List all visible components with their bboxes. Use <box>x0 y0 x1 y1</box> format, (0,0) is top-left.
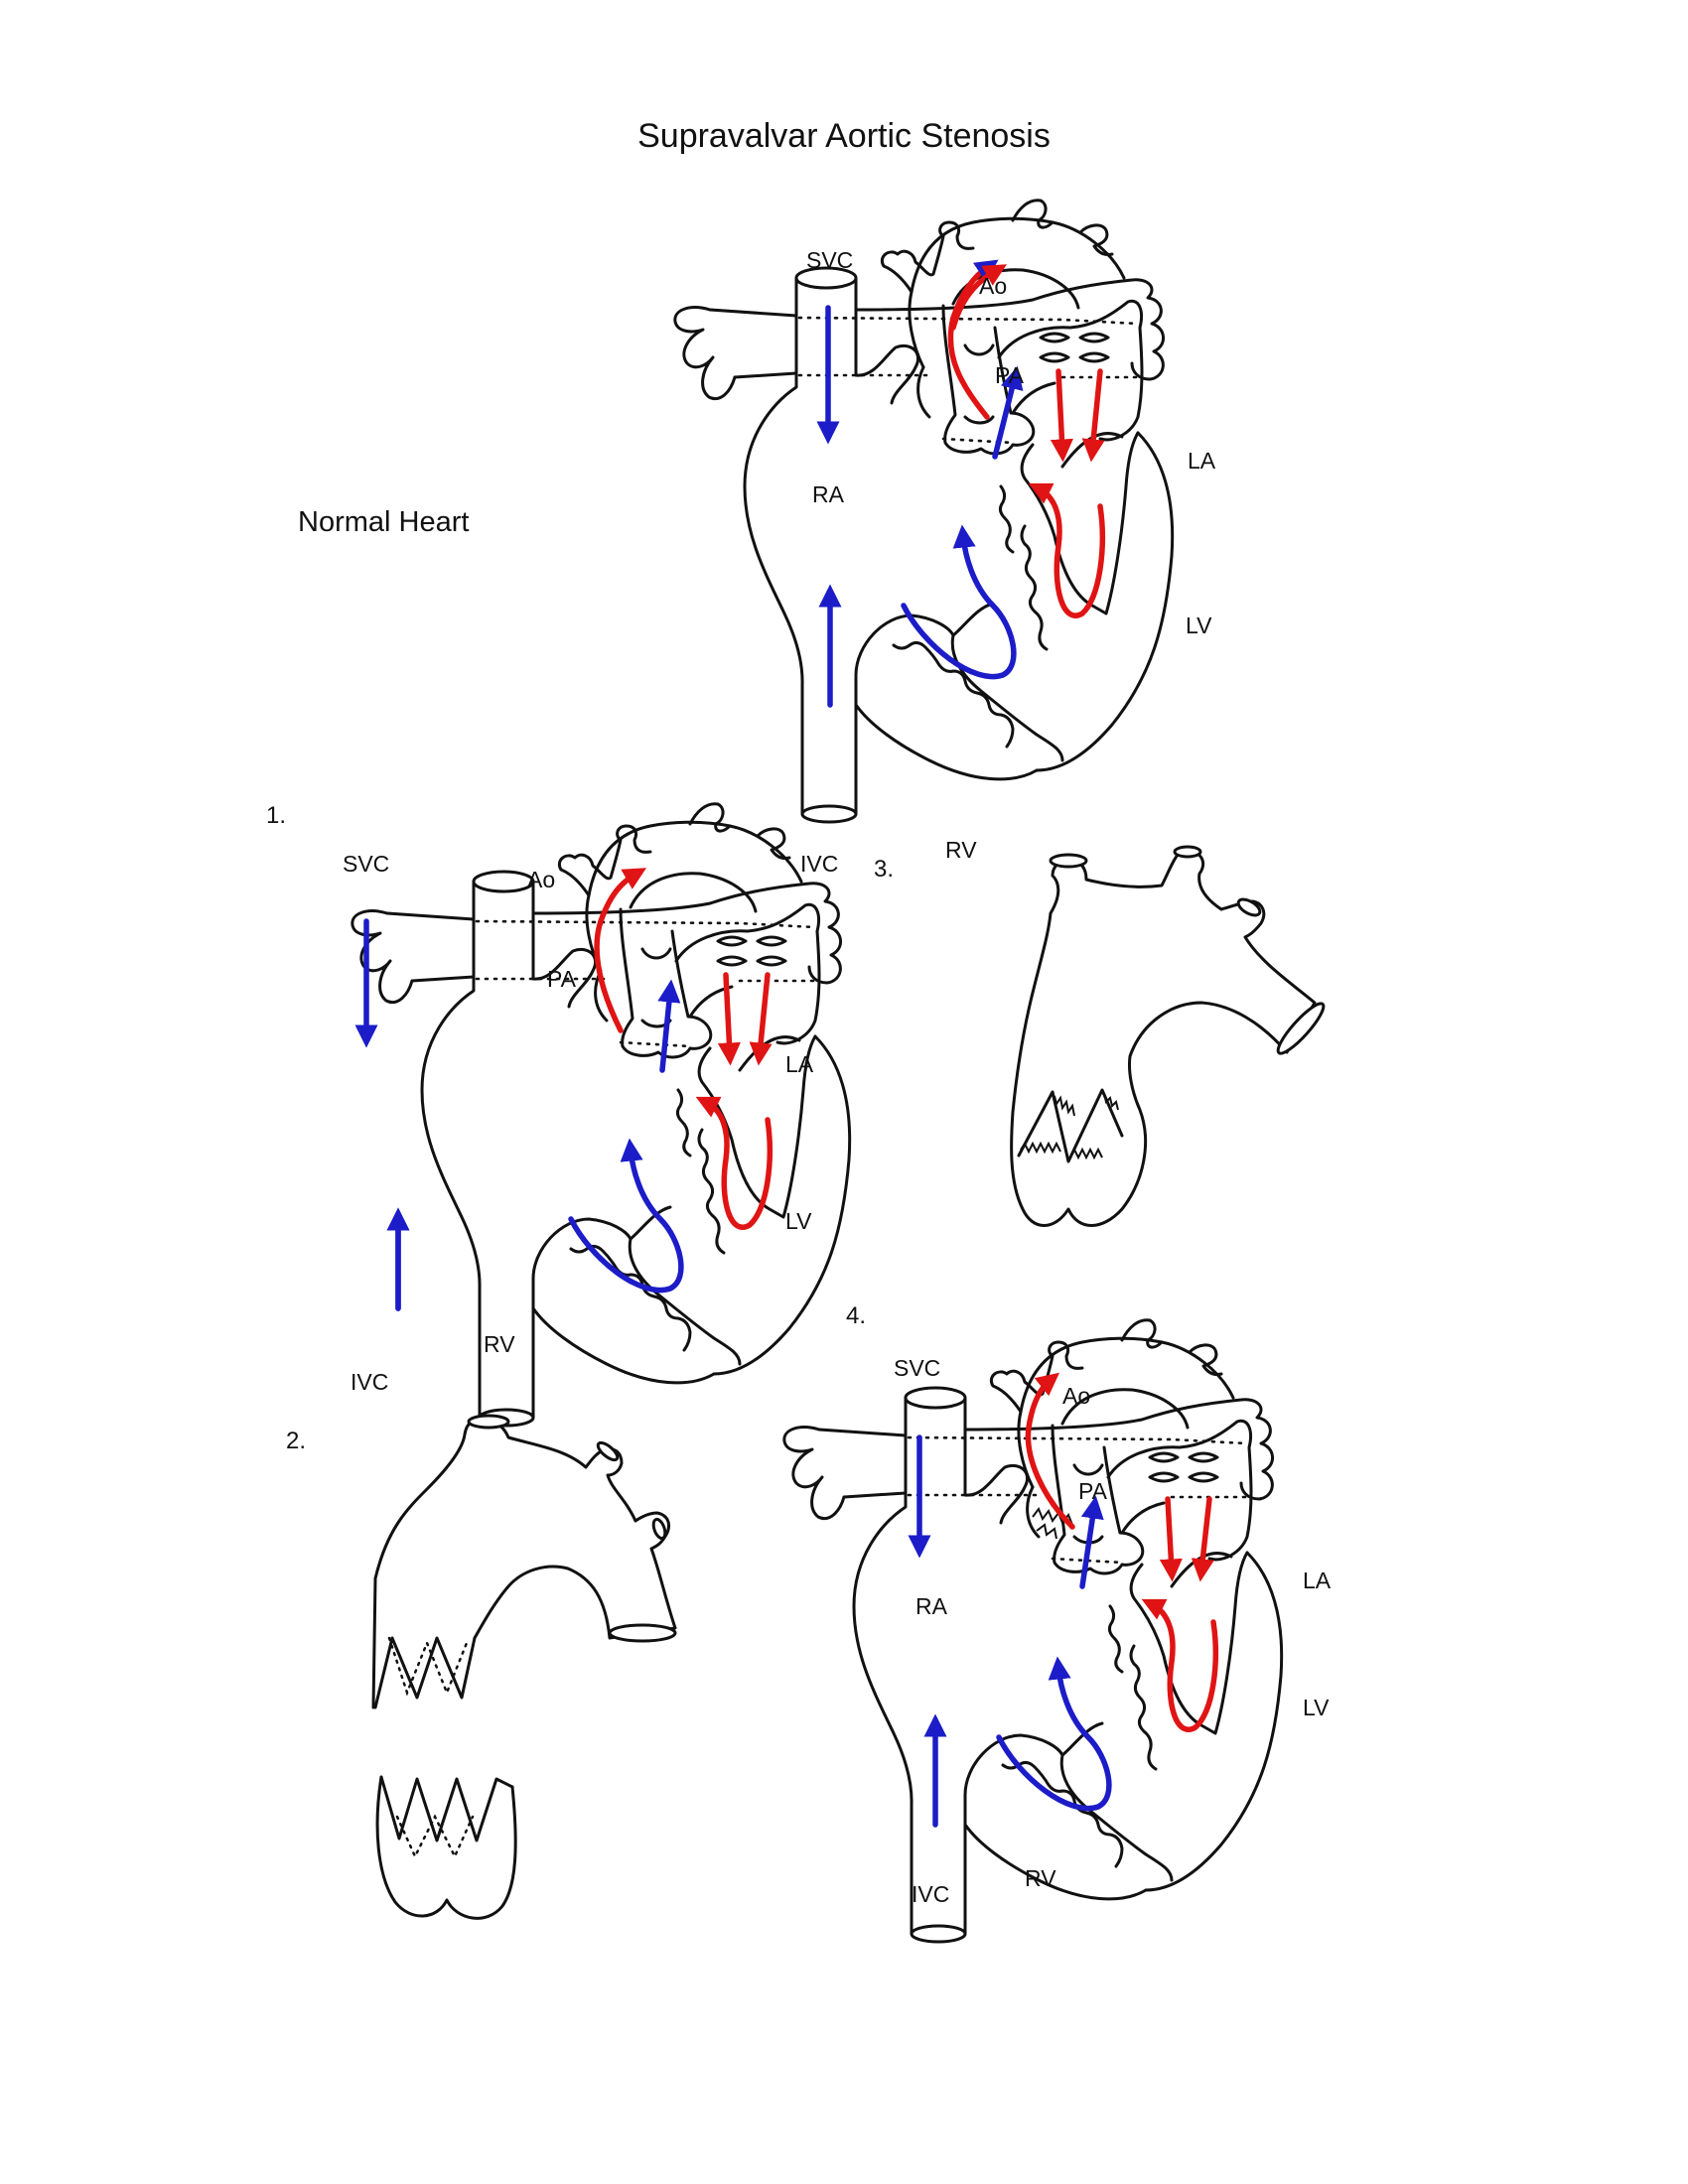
p4-la-flow-arrow-2 <box>1191 1496 1214 1582</box>
p4-label-ra: RA <box>915 1593 948 1619</box>
ao-flow-arrow <box>947 259 999 420</box>
p4-label-la: LA <box>1303 1568 1332 1593</box>
p4-pa-flow-arrow <box>1079 1495 1104 1589</box>
p1-la-flow-arrow-1 <box>717 972 741 1066</box>
label-rv: RV <box>945 837 977 863</box>
panel-number-3: 3. <box>874 856 895 883</box>
p2-aortic-root <box>375 1775 517 1920</box>
panel-2-diagram <box>371 1414 677 1920</box>
panel-1-heart-outline <box>351 802 852 1428</box>
label-ra: RA <box>812 481 845 507</box>
p4-rv-flow-arrow <box>996 1656 1112 1812</box>
p4-lv-flow-arrow <box>1141 1598 1218 1732</box>
p1-label-ivc: IVC <box>351 1369 388 1395</box>
panel-4-diagram: SVC Ao PA RA LA LV IVC RV <box>782 1318 1332 1944</box>
p1-label-ao: Ao <box>527 867 555 892</box>
p1-ao-flow-arrow <box>594 868 647 1033</box>
p4-label-ivc: IVC <box>912 1881 949 1907</box>
normal-heart-outline <box>673 199 1175 824</box>
page-title: Supravalvar Aortic Stenosis <box>637 117 1051 155</box>
la-flow-arrow-2 <box>1081 368 1105 463</box>
p4-label-svc: SVC <box>894 1355 940 1381</box>
p1-label-lv: LV <box>785 1208 812 1234</box>
p3-patch-suture <box>1017 1088 1124 1163</box>
panel-number-4: 4. <box>846 1302 867 1329</box>
p2-aorta-outline <box>373 1418 677 1640</box>
p4-la-flow-arrow-1 <box>1159 1496 1183 1582</box>
p4-ao-flow-arrow <box>1025 1372 1075 1530</box>
p1-la-flow-arrow-2 <box>749 972 773 1066</box>
p4-label-lv: LV <box>1303 1695 1330 1720</box>
p1-lv-flow-arrow <box>695 1096 773 1230</box>
label-lv: LV <box>1186 613 1212 638</box>
label-ivc: IVC <box>800 851 838 877</box>
panel-number-1: 1. <box>266 802 287 829</box>
normal-heart-diagram: SVC Ao PA RA LA LV IVC RV <box>673 199 1216 877</box>
la-flow-arrow-1 <box>1050 368 1073 463</box>
p1-pa-flow-arrow <box>657 979 681 1073</box>
lv-flow-arrow <box>1028 482 1105 618</box>
p1-label-svc: SVC <box>343 851 389 877</box>
label-la: LA <box>1188 448 1216 474</box>
ao-flow-arrow-head <box>950 264 1008 331</box>
p4-label-rv: RV <box>1025 1865 1056 1891</box>
p4-label-pa: PA <box>1078 1478 1108 1504</box>
p3-aorta-outline <box>1010 849 1317 1227</box>
panel-1-diagram: SVC Ao PA LA LV IVC RV <box>343 802 852 1428</box>
p3-aorta-end <box>1276 1002 1326 1055</box>
label-ao: Ao <box>979 273 1007 299</box>
normal-heart-label: Normal Heart <box>298 506 470 538</box>
p2-zigzag-incision <box>373 1636 477 1709</box>
p4-label-ao: Ao <box>1062 1383 1090 1409</box>
p1-rv-flow-arrow <box>568 1138 684 1294</box>
p1-label-rv: RV <box>484 1331 515 1357</box>
panel-number-2: 2. <box>286 1428 307 1454</box>
p1-label-la: LA <box>785 1051 814 1077</box>
p2-aorta-end <box>608 1623 677 1643</box>
label-svc: SVC <box>806 247 853 273</box>
panel-3-diagram <box>1010 845 1326 1227</box>
label-pa: PA <box>995 362 1025 388</box>
rv-flow-arrow <box>901 524 1017 680</box>
p1-label-pa: PA <box>547 966 577 992</box>
pa-flow-arrow <box>992 365 1024 460</box>
